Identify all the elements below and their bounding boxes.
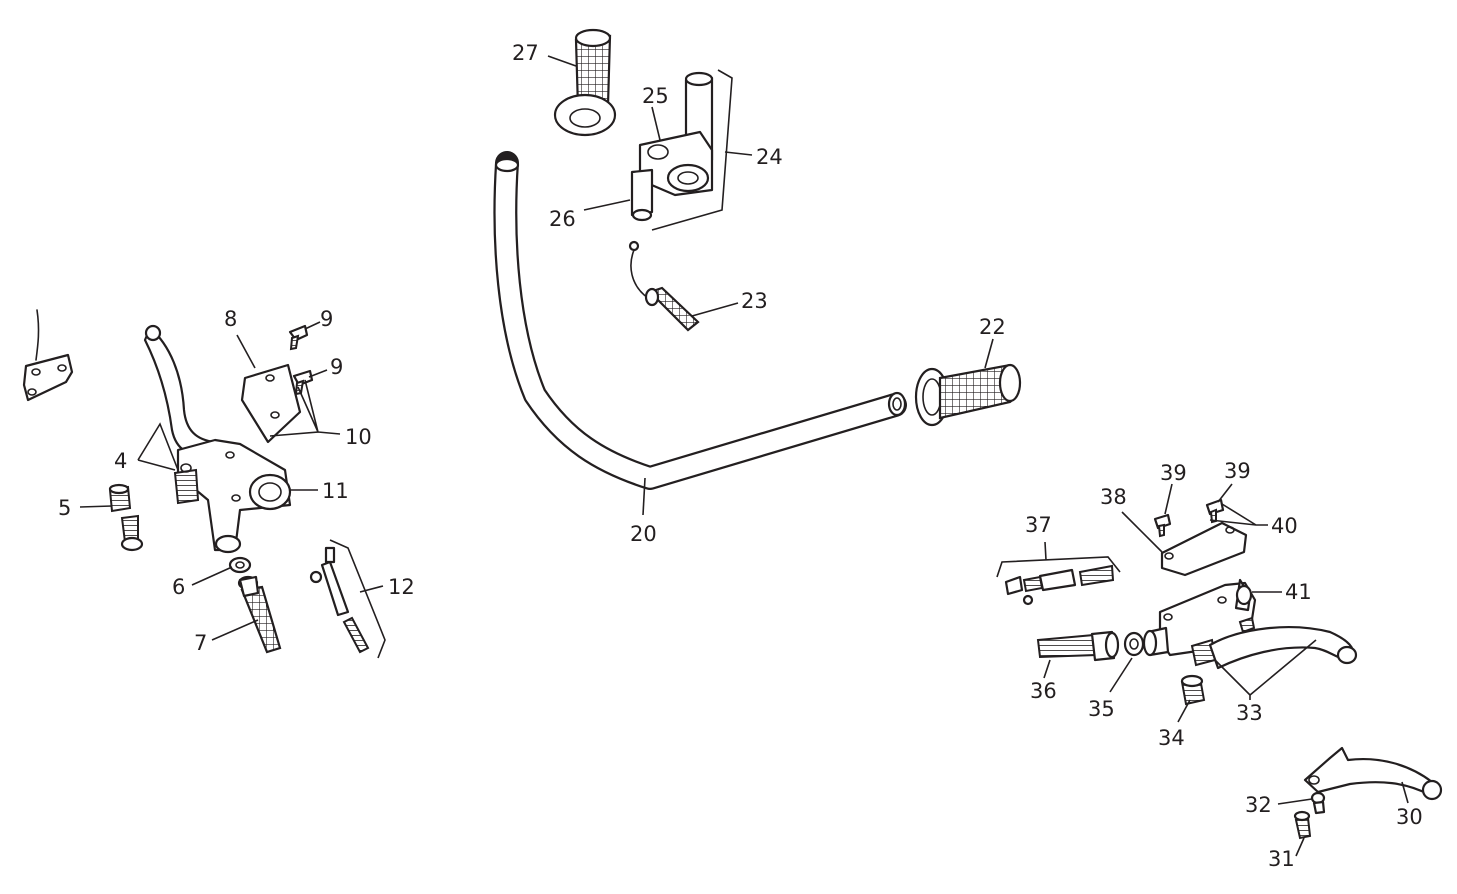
left-grip [553, 28, 617, 137]
callout-33: 33 [1236, 701, 1263, 725]
sealing-washer [1123, 631, 1145, 657]
callout-23: 23 [741, 289, 768, 313]
leader-lines [79, 55, 1409, 857]
leader-37 [996, 541, 1121, 578]
leader-27 [547, 55, 577, 67]
callout-38: 38 [1100, 485, 1127, 509]
washer [228, 556, 252, 574]
callout-10: 10 [345, 425, 372, 449]
callout-11: 11 [322, 479, 349, 503]
callout-22: 22 [979, 315, 1006, 339]
callout-31: 31 [1268, 847, 1295, 871]
brake-banjo-bolt [1036, 630, 1120, 662]
leader-20 [642, 477, 646, 516]
callout-30: 30 [1396, 805, 1423, 829]
lever-pivot-spring [1180, 674, 1206, 706]
leader-38 [1121, 511, 1163, 553]
cable-adjuster [237, 575, 282, 654]
leader-8 [236, 334, 256, 369]
clutch-perch [173, 438, 292, 554]
right-grip [914, 363, 1022, 427]
leader-5 [79, 505, 113, 508]
callout-7: 7 [194, 631, 207, 655]
clutch-switch [309, 546, 370, 654]
callout-27: 27 [512, 41, 539, 65]
clamp-screw-lower [292, 369, 314, 396]
throttle-cable [628, 240, 700, 332]
lever-pivot-bolt [1293, 791, 1326, 840]
leader-6 [191, 566, 233, 586]
callout-6: 6 [172, 575, 185, 599]
callout-12: 12 [388, 575, 415, 599]
leader-39b [1217, 483, 1233, 503]
leader-24 [651, 69, 753, 231]
leader-26 [583, 199, 631, 211]
leader-7 [211, 619, 259, 641]
perch-clamp [240, 363, 302, 444]
leader-31 [1295, 837, 1305, 857]
callout-36: 36 [1030, 679, 1057, 703]
handlebar-tube [493, 151, 907, 490]
leader-9a [304, 321, 321, 330]
clamp-screw-upper [288, 324, 309, 351]
spring-upper [108, 483, 132, 513]
brake-lever [1208, 626, 1358, 670]
callout-4: 4 [114, 449, 127, 473]
callout-labels: 27 25 24 26 23 22 20 8 9 9 10 4 11 5 6 1… [58, 41, 1423, 871]
leader-12 [329, 539, 386, 659]
callout-39-left: 39 [1160, 461, 1187, 485]
callout-24: 24 [756, 145, 783, 169]
clutch-lever [143, 324, 217, 457]
callout-39-right: 39 [1224, 459, 1251, 483]
callout-9-upper: 9 [320, 307, 333, 331]
mirror-bracket [22, 309, 74, 402]
leader-40 [1209, 503, 1268, 526]
spare-lever [1303, 746, 1443, 801]
callout-34: 34 [1158, 726, 1185, 750]
leader-34 [1177, 699, 1191, 723]
leader-4 [137, 422, 179, 471]
callout-9-lower: 9 [330, 355, 343, 379]
leader-35 [1109, 657, 1133, 693]
leader-23 [691, 302, 739, 317]
callout-20: 20 [630, 522, 657, 546]
banjo-bolt-kit [1004, 564, 1115, 606]
cover-screw-right [1205, 498, 1225, 524]
leader-10 [269, 379, 341, 437]
callout-32: 32 [1245, 793, 1272, 817]
leader-33 [1214, 639, 1317, 700]
leader-25 [651, 106, 661, 141]
leader-32 [1277, 798, 1313, 805]
reservoir-cover [1160, 521, 1248, 577]
callout-26: 26 [549, 207, 576, 231]
leader-9b [308, 369, 328, 378]
leader-36 [1043, 659, 1051, 679]
callout-5: 5 [58, 496, 71, 520]
leader-22 [984, 338, 994, 369]
callout-35: 35 [1088, 697, 1115, 721]
throttle-assembly [630, 71, 714, 222]
leader-30 [1401, 781, 1409, 804]
callout-37: 37 [1025, 513, 1052, 537]
leader-39a [1164, 483, 1173, 515]
adjuster-screw [120, 514, 144, 552]
cover-screw-left [1153, 513, 1172, 538]
callout-41: 41 [1285, 580, 1312, 604]
callout-40: 40 [1271, 514, 1298, 538]
callout-8: 8 [224, 307, 237, 331]
callout-25: 25 [642, 84, 669, 108]
